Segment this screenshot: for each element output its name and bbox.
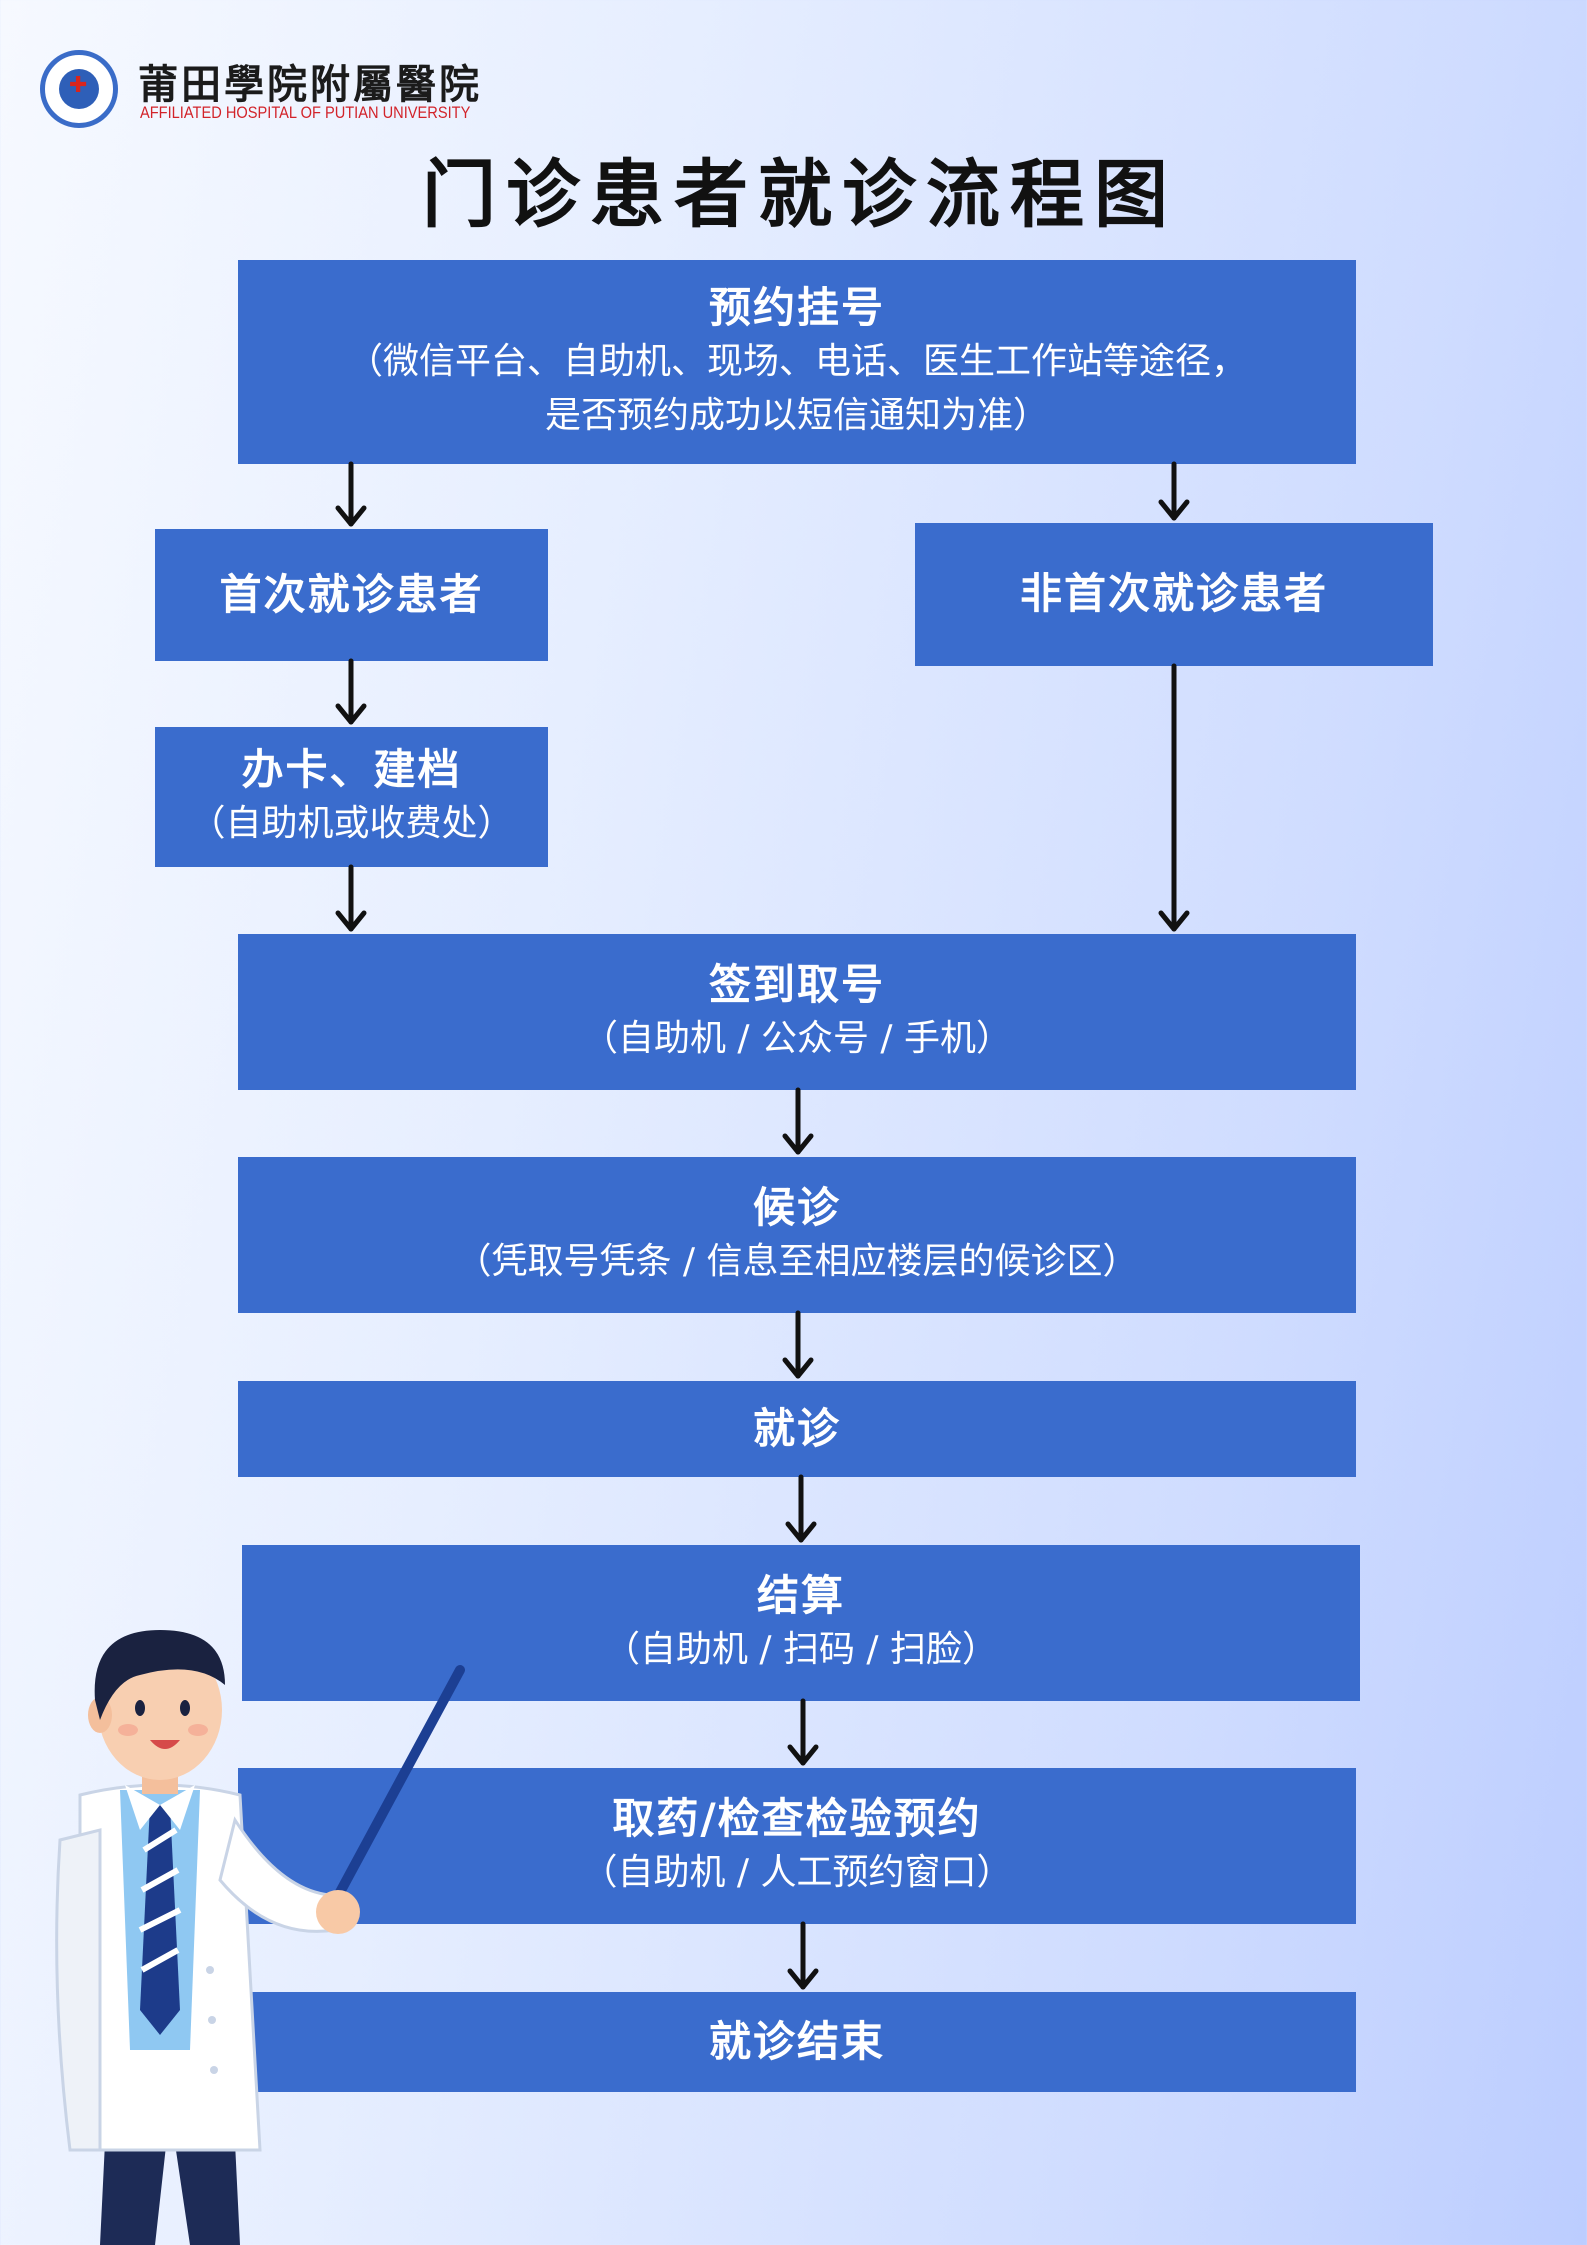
step-card-sub: （自助机或收费处） (189, 803, 514, 845)
step-checkin-title: 签到取号 (708, 959, 885, 1009)
arrow-waiting-to-consult (782, 1310, 814, 1379)
step-return-visit: 非首次就诊患者 (915, 523, 1433, 666)
arrow-return-to-checkin (1158, 663, 1190, 932)
step-end: 就诊结束 (238, 1992, 1356, 2092)
step-consult-title: 就诊 (752, 1403, 841, 1453)
step-appointment-title: 预约挂号 (708, 282, 885, 332)
arrow-appointment-to-return (1158, 461, 1190, 521)
arrow-medicine-to-end (787, 1921, 819, 1990)
step-card: 办卡、建档 （自助机或收费处） (155, 727, 548, 867)
arrow-consult-to-payment (785, 1474, 817, 1543)
step-waiting-title: 候诊 (752, 1182, 841, 1232)
step-end-title: 就诊结束 (708, 2016, 885, 2066)
step-card-title: 办卡、建档 (241, 744, 462, 794)
step-appointment: 预约挂号 （微信平台、自助机、现场、电话、医生工作站等途径， 是否预约成功以短信… (238, 260, 1356, 464)
arrow-card-to-checkin (335, 864, 367, 932)
step-medicine-sub: （自助机 / 人工预约窗口） (581, 1852, 1013, 1894)
step-checkin-sub: （自助机 / 公众号 / 手机） (581, 1018, 1013, 1060)
arrow-appointment-to-first (335, 461, 367, 527)
step-payment: 结算 （自助机 / 扫码 / 扫脸） (242, 1545, 1360, 1701)
arrow-checkin-to-waiting (782, 1087, 814, 1155)
hospital-name: 莆田學院附屬醫院 (138, 61, 482, 108)
doctor-illustration-icon (55, 1630, 465, 2245)
arrow-first-to-card (335, 658, 367, 725)
page-title: 门诊患者就诊流程图 (422, 152, 1178, 238)
step-waiting: 候诊 （凭取号凭条 / 信息至相应楼层的候诊区） (238, 1157, 1356, 1313)
step-appointment-line1: （微信平台、自助机、现场、电话、医生工作站等途径， (346, 341, 1247, 383)
step-appointment-line2: 是否预约成功以短信通知为准） (544, 395, 1049, 437)
step-return-visit-title: 非首次就诊患者 (1019, 569, 1328, 619)
step-payment-sub: （自助机 / 扫码 / 扫脸） (603, 1629, 999, 1671)
arrow-payment-to-medicine (787, 1698, 819, 1766)
step-medicine: 取药/检查检验预约 （自助机 / 人工预约窗口） (238, 1768, 1356, 1924)
hospital-seal-icon: ✚ (40, 50, 118, 128)
step-first-visit: 首次就诊患者 (155, 529, 548, 661)
step-waiting-sub: （凭取号凭条 / 信息至相应楼层的候诊区） (455, 1241, 1139, 1283)
step-first-visit-title: 首次就诊患者 (219, 569, 484, 619)
step-consult: 就诊 (238, 1381, 1356, 1477)
step-checkin: 签到取号 （自助机 / 公众号 / 手机） (238, 934, 1356, 1090)
step-payment-title: 结算 (756, 1570, 845, 1620)
step-medicine-title: 取药/检查检验预约 (612, 1793, 982, 1843)
hospital-name-en: AFFILIATED HOSPITAL OF PUTIAN UNIVERSITY (140, 103, 471, 122)
